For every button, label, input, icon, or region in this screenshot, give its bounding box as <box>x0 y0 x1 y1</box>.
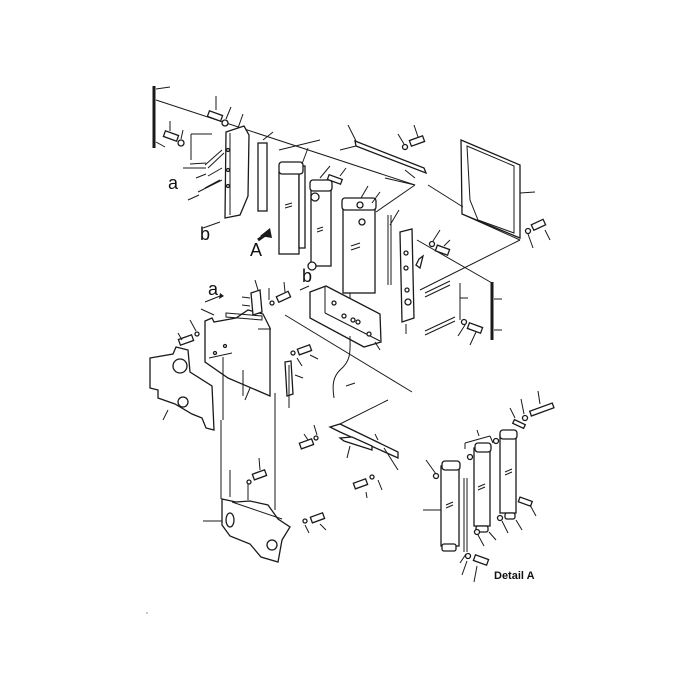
bottom-support-bracket <box>284 285 413 399</box>
detail-a-core-3 <box>492 429 537 534</box>
view-arrow-a <box>257 228 272 242</box>
bolts-top-left <box>162 96 232 147</box>
label-a-mid: a <box>208 279 219 299</box>
label-a-top: a <box>168 173 179 193</box>
shroud-frame <box>427 139 551 249</box>
stray-mark <box>146 612 148 614</box>
cooler-core-1 <box>278 139 321 255</box>
cooler-core-2 <box>307 165 347 271</box>
bottom-rails <box>298 399 399 499</box>
left-seal-strip <box>152 86 416 186</box>
label-detail-a: Detail A <box>494 570 535 582</box>
detail-a-hardware <box>459 390 555 583</box>
label-b-mid: b <box>302 266 313 286</box>
right-side-bracket <box>389 209 521 346</box>
detail-a-core-2 <box>466 442 497 547</box>
left-side-plate <box>183 113 274 229</box>
top-bar-bracket <box>339 124 428 186</box>
upper-left-cover <box>204 309 276 510</box>
lower-front-cover <box>203 420 327 563</box>
small-bracket-upper <box>241 279 319 408</box>
label-b-top: b <box>200 224 211 244</box>
label-A-arrow: A <box>250 240 263 260</box>
arrow-a-mid <box>200 293 224 316</box>
cooler-core-3 <box>341 184 416 302</box>
detail-a-core-1 <box>423 459 468 552</box>
large-gasket-cover <box>149 346 215 431</box>
bolts-left-mid <box>177 319 200 347</box>
